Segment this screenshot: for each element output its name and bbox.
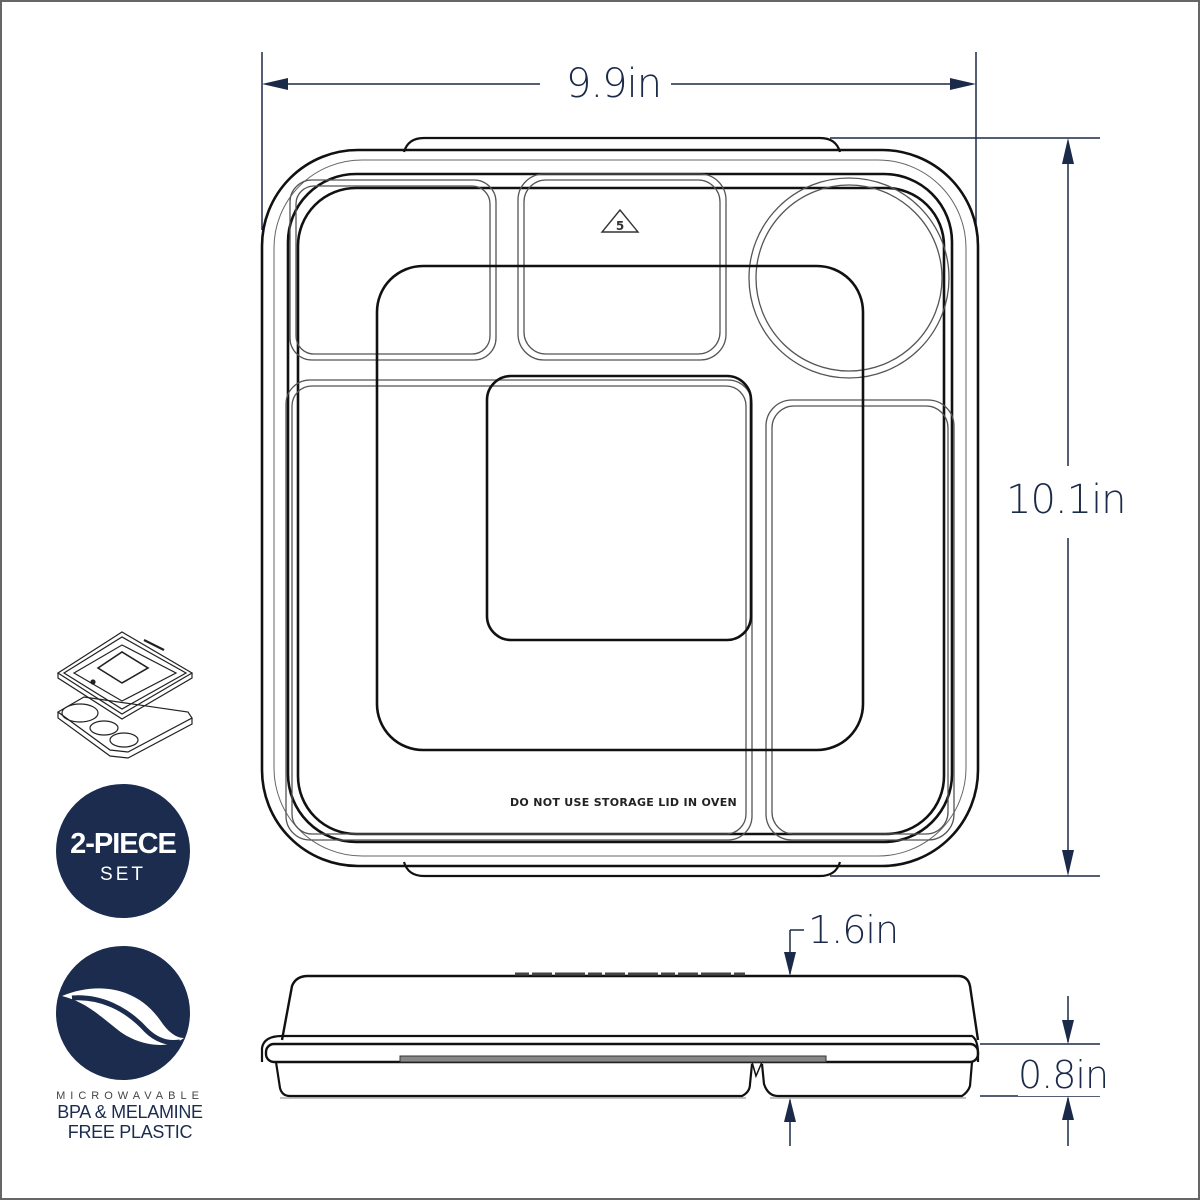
- total-height-dimension: [784, 929, 804, 1146]
- exploded-view-icon: [56, 631, 194, 759]
- width-label: 9.9in: [556, 64, 672, 104]
- width-dimension: [261, 52, 977, 230]
- material-line-1: MICROWAVABLE: [56, 1090, 204, 1102]
- side-view: [260, 972, 980, 1099]
- leaf-icon: [62, 988, 184, 1045]
- base-height-dimension: [980, 996, 1100, 1146]
- base-height-label: 0.8in: [1018, 1053, 1109, 1097]
- recycle-code: 5: [616, 219, 624, 233]
- tray-compartments: [285, 173, 955, 841]
- recycle-symbol-icon: [600, 208, 640, 233]
- material-line-2: BPA & MELAMINE: [57, 1102, 203, 1122]
- length-label: 10.1in: [1006, 476, 1127, 524]
- lid-warning-text: DO NOT USE STORAGE LID IN OVEN: [510, 796, 738, 809]
- length-dimension: [830, 137, 1100, 877]
- badge-line-1: 2-PIECE: [70, 828, 177, 860]
- two-piece-set-badge: 2-PIECE SET: [56, 784, 190, 918]
- badge-line-2: SET: [100, 864, 146, 885]
- material-badge: [56, 946, 190, 1080]
- material-text: MICROWAVABLE BPA & MELAMINE FREE PLASTIC: [40, 1090, 220, 1142]
- top-view: [260, 136, 980, 878]
- total-height-label: 1.6in: [808, 908, 899, 952]
- material-line-3: FREE PLASTIC: [67, 1122, 193, 1142]
